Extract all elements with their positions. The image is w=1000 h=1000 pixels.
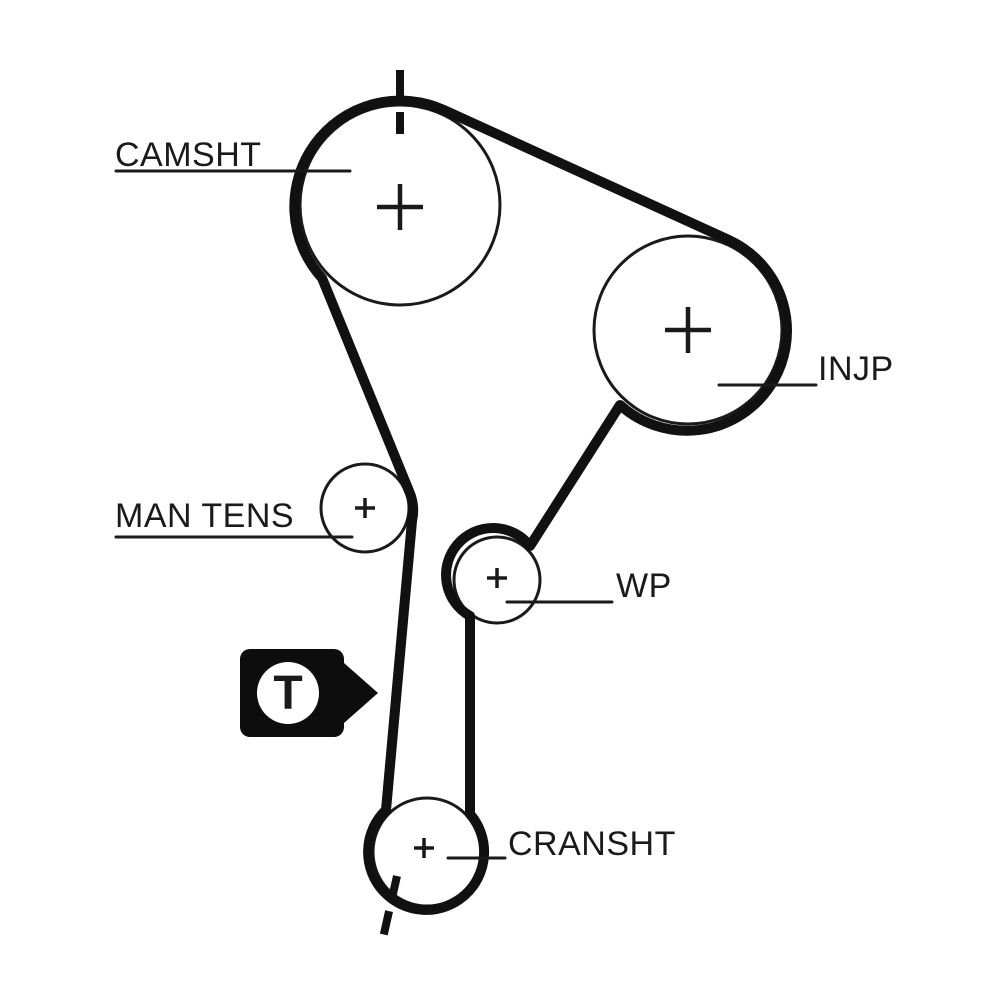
manual-tensioner-center-cross-icon: [355, 498, 375, 518]
injection-pump-label: INJP: [818, 350, 894, 388]
tension-marker-circle: [257, 662, 319, 724]
crankshaft-center-cross-icon: [414, 838, 434, 858]
injection-pump-center-cross-icon: [665, 307, 711, 353]
camshaft-center-cross-icon: [377, 184, 423, 230]
crankshaft-label: CRANSHT: [508, 825, 676, 863]
water-pump-center-cross-icon: [487, 568, 507, 588]
tension-marker-letter: T: [273, 667, 302, 720]
water-pump-label: WP: [616, 567, 672, 605]
camshaft-label: CAMSHT: [115, 136, 262, 174]
tension-marker: T: [240, 649, 378, 737]
manual-tensioner-label: MAN TENS: [115, 497, 294, 535]
crankshaft-timing-mark-icon: [379, 875, 401, 939]
timing-belt: [289, 95, 792, 915]
tension-marker-arrow-icon: [344, 663, 378, 723]
